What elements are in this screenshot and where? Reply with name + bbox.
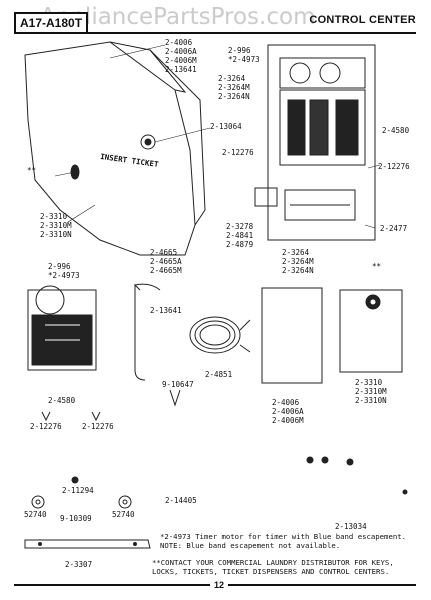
label-wire-clip: 2-13641 (150, 306, 182, 315)
page-header: A17-A180T CONTROL CENTER (14, 12, 416, 34)
label-clip-right: 2-12276 (378, 162, 410, 171)
label-screws: 9-10647 (162, 380, 194, 389)
relay-block (254, 187, 278, 207)
label-nut-right: 52740 (112, 510, 135, 519)
wire-harness (189, 316, 241, 354)
control-housing (267, 44, 376, 241)
label-timer-left: 2-996*2-4973 (48, 262, 80, 280)
label-coin-slot: 2-13064 (210, 122, 242, 131)
label-harness: 2-4851 (205, 370, 233, 379)
section-title: CONTROL CENTER (309, 14, 416, 26)
label-clip-pair-b: 2-12276 (82, 422, 114, 431)
label-stem: 2-13034 (335, 522, 367, 531)
model-number: A17-A180T (14, 12, 89, 34)
label-clip-left: 2-12276 (222, 148, 254, 157)
label-spring: 2-14405 (165, 496, 197, 505)
label-timer-top: 2-996*2-4973 (228, 46, 260, 64)
label-switch-left: 2-4580 (48, 396, 76, 405)
label-rivet: 2-11294 (62, 486, 94, 495)
nut-left (31, 495, 45, 509)
nut-right (118, 495, 132, 509)
label-nut-left: 52740 (24, 510, 47, 519)
label-nut-mid: 9-10309 (60, 514, 92, 523)
cover-plate-right (339, 289, 403, 373)
label-bracket: 2-2477 (380, 224, 408, 233)
contact-note: **CONTACT YOUR COMMERCIAL LAUNDRY DISTRI… (152, 558, 394, 576)
label-switch-right: 2-4580 (382, 126, 410, 135)
lock-knob (70, 164, 80, 180)
label-strip: 2-3307 (65, 560, 93, 569)
label-clip-pair-a: 2-12276 (30, 422, 62, 431)
front-cover-panel (24, 41, 196, 256)
wire-clip (134, 283, 146, 381)
mounting-strip (24, 539, 151, 549)
cover-plate-middle (261, 287, 323, 384)
double-star-left: ** (27, 166, 37, 175)
timer-note: *2-4973 Timer motor for timer with Blue … (160, 532, 407, 550)
page-number: 12 (210, 580, 229, 590)
double-star-right: ** (372, 262, 382, 271)
timer-assembly-left (27, 289, 97, 371)
